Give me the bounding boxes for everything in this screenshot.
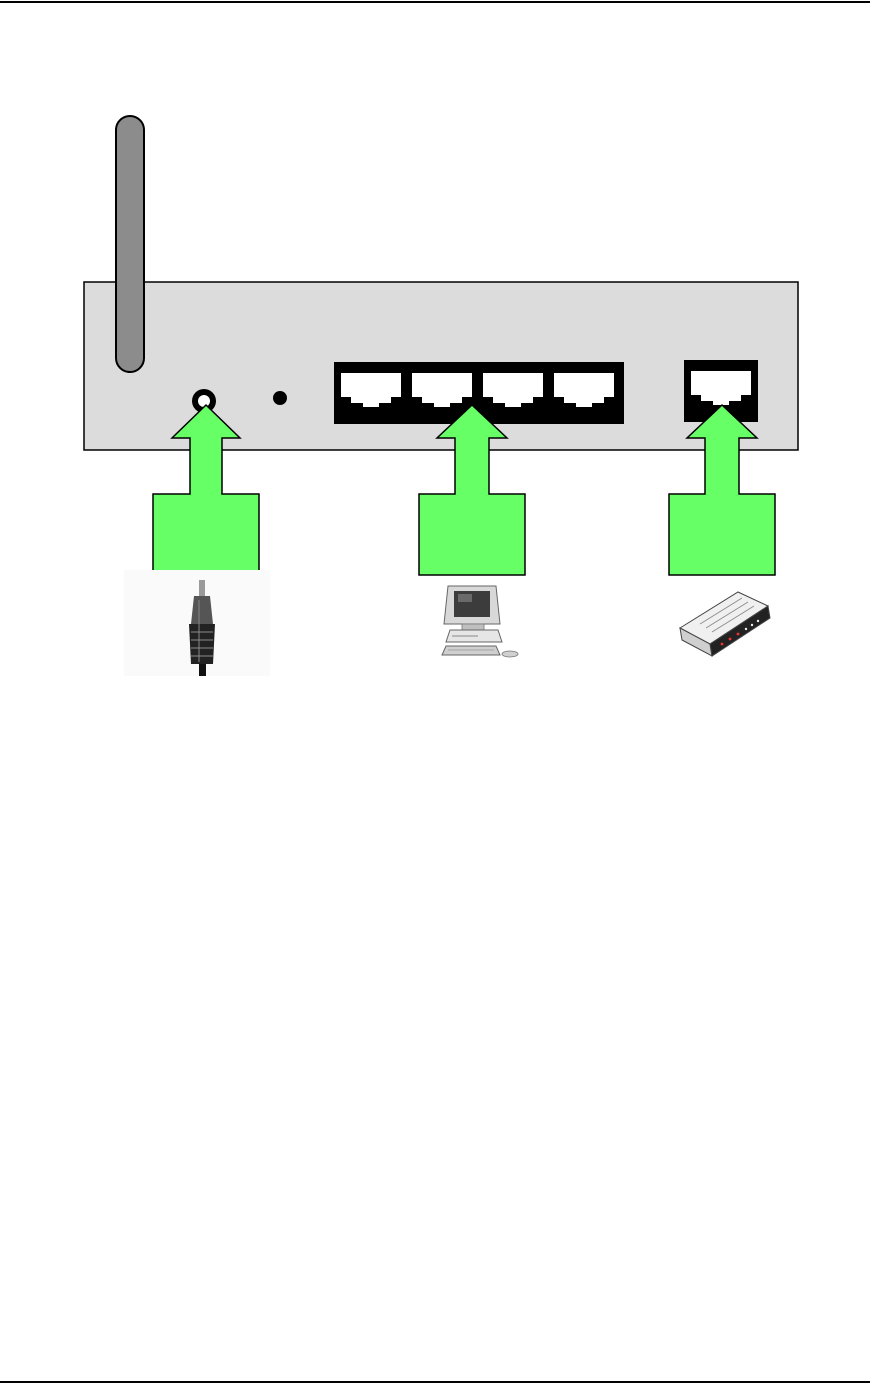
power-plug-icon — [124, 570, 270, 676]
antenna-icon — [116, 116, 144, 372]
footer-rule — [0, 1381, 870, 1383]
reset-hole-icon — [273, 391, 287, 405]
modem-icon — [680, 592, 770, 656]
computer-icon — [442, 586, 518, 657]
